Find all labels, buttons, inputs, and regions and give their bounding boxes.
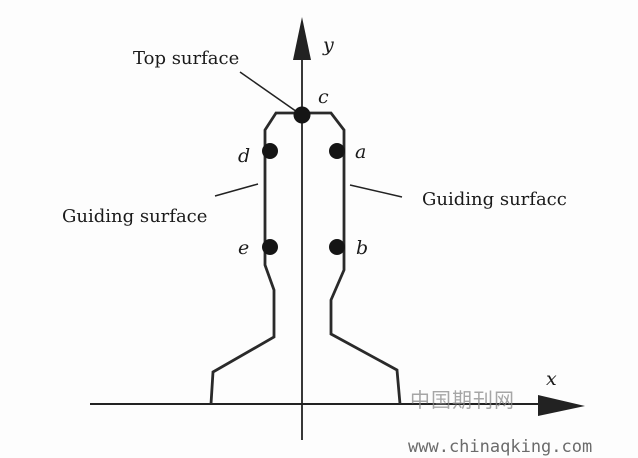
point-e — [262, 239, 278, 255]
top-surface-leader — [239, 71, 301, 115]
point-d — [262, 143, 278, 159]
point-d-label: d — [238, 145, 250, 167]
guiding-surface-right-label: Guiding surfacc — [422, 189, 567, 210]
point-c-label: c — [318, 86, 329, 108]
point-c — [293, 106, 311, 124]
point-a-label: a — [355, 141, 366, 163]
point-a — [329, 143, 345, 159]
point-b-label: b — [356, 237, 368, 259]
y-axis-arrow — [293, 17, 311, 60]
point-b — [329, 239, 345, 255]
watermark-url: www.chinaqking.com — [408, 437, 592, 457]
top-surface-label: Top surface — [133, 48, 239, 69]
x-axis-label: x — [546, 368, 557, 390]
watermark-chinese: 中国期刊网 — [410, 388, 515, 412]
guiding-left-leader — [214, 183, 259, 197]
guiding-surface-left-label: Guiding surface — [62, 206, 207, 227]
guiding-right-leader — [349, 184, 403, 198]
y-axis-label: y — [322, 34, 334, 56]
point-e-label: e — [238, 237, 249, 259]
x-axis-arrow — [538, 395, 585, 416]
